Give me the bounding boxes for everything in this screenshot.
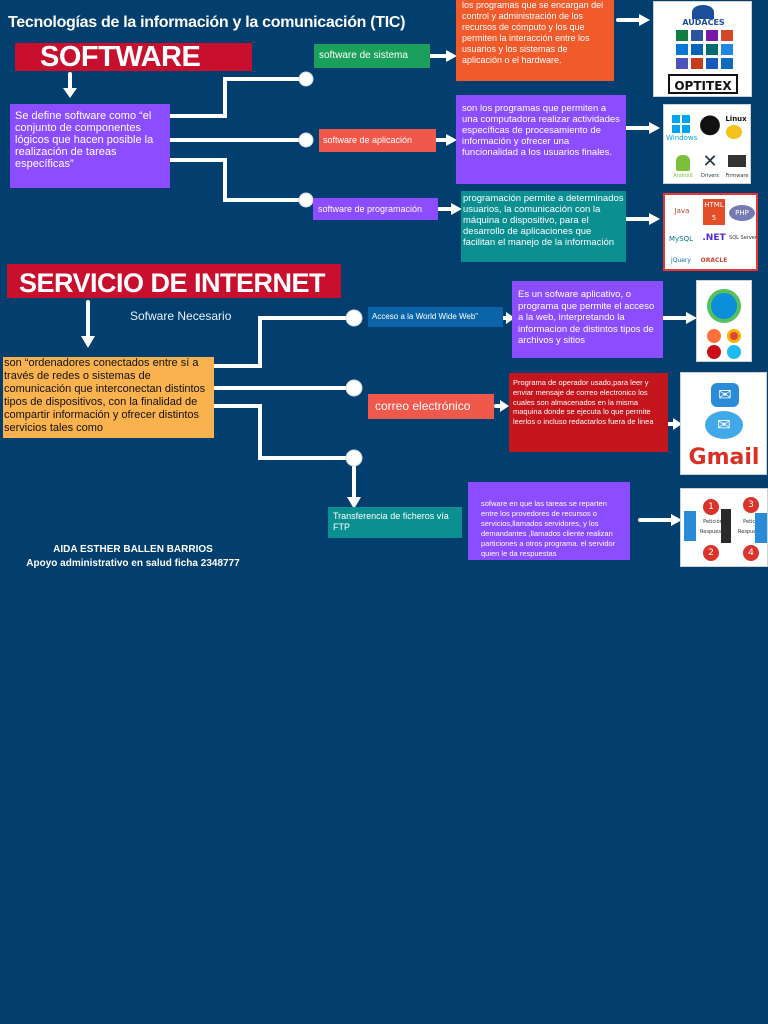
ftp-service-description: sofware en que las tareas se reparten en… xyxy=(468,482,630,560)
tux-icon xyxy=(726,125,742,139)
windows-label: Windows xyxy=(666,134,698,142)
audaces-logo-text: AUDACES xyxy=(682,18,725,27)
linux-label: Linux xyxy=(725,115,747,123)
software-sistema-description: los programas que se encargan del contro… xyxy=(456,0,614,81)
opera-icon xyxy=(707,345,721,359)
software-definition: Se define software como “el conjunto de … xyxy=(10,104,170,188)
sql-server-logo: SQL Server xyxy=(729,235,757,241)
email-icons-image: ✉ ✉ Gmail xyxy=(680,372,767,475)
operating-system-logos-image: Windows ● Linux Android ✕ Drivers Firmwa… xyxy=(663,104,751,184)
envelope-icon: ✉ xyxy=(705,411,743,439)
internet-definition: son “ordenadores conectados entre sí a t… xyxy=(3,357,214,438)
software-aplicacion-label: software de aplicación xyxy=(319,129,436,152)
optitex-logo: OPTITEX xyxy=(668,74,738,94)
audaces-icon xyxy=(692,5,714,19)
email-service-label: correo electrónico xyxy=(368,394,494,419)
firefox-icon xyxy=(707,329,721,343)
client-device-icon xyxy=(684,511,696,541)
author-name: AIDA ESTHER BALLEN BARRIOS xyxy=(53,544,213,555)
www-service-description: Es un sofware aplicativo, o programa que… xyxy=(512,281,663,358)
firmware-icon xyxy=(728,155,746,167)
firmware-label: Firmware xyxy=(725,173,749,179)
drivers-label: Drivers xyxy=(701,173,719,179)
oracle-logo: ORACLE xyxy=(700,257,728,264)
client-server-diagram-image: 1 3 Petición Petición Respuesta Respuest… xyxy=(680,488,768,567)
dotnet-logo: .NET xyxy=(702,233,726,243)
ftp-service-label: Transferencia de ficheros vía FTP xyxy=(328,507,462,538)
second-client-icon xyxy=(755,513,767,543)
www-service-label: Acceso a la World Wide Web” xyxy=(368,307,503,327)
drivers-icon: ✕ xyxy=(702,151,718,172)
author-credit: AIDA ESTHER BALLEN BARRIOS Apoyo adminis… xyxy=(5,543,261,571)
software-aplicacion-description: son los programas que permiten a una com… xyxy=(456,95,626,184)
software-necesario-label: Sofware Necesario xyxy=(130,309,232,323)
jquery-logo: jQuery xyxy=(671,257,691,264)
office-apps-grid xyxy=(676,30,734,69)
step-2-badge: 2 xyxy=(703,545,719,561)
mysql-logo: MySQL xyxy=(668,235,694,243)
office-suite-logos-image: AUDACES OPTITEX xyxy=(653,1,752,97)
respuesta-label-2: Respuesta xyxy=(738,529,764,535)
html5-logo: HTML 5 xyxy=(703,199,725,225)
web-browser-logos-image xyxy=(696,280,752,362)
android-label: Android xyxy=(673,173,693,179)
internet-heading: SERVICIO DE INTERNET xyxy=(7,264,341,298)
step-4-badge: 4 xyxy=(743,545,759,561)
software-programacion-description: programación permite a determinados usua… xyxy=(461,191,626,262)
software-sistema-label: software de sistema xyxy=(314,44,430,68)
author-program: Apoyo administrativo en salud ficha 2348… xyxy=(26,558,240,569)
edge-browser-icon xyxy=(707,289,741,323)
software-heading: SOFTWARE xyxy=(15,43,252,72)
mail-app-icon: ✉ xyxy=(711,383,739,407)
peticion-label-1: Petición xyxy=(703,519,723,525)
windows-icon xyxy=(672,115,690,133)
chrome-icon xyxy=(727,329,741,343)
php-logo: PHP xyxy=(729,205,755,221)
android-icon xyxy=(676,155,690,171)
software-programacion-label: software de programación xyxy=(313,198,438,220)
server-icon xyxy=(721,509,731,543)
page-title: Tecnologías de la información y la comun… xyxy=(8,14,406,31)
gmail-logo: Gmail xyxy=(688,445,760,470)
email-service-description: Programa de operador usado,para leer y e… xyxy=(509,373,668,452)
step-3-badge: 3 xyxy=(743,497,759,513)
apple-icon: ● xyxy=(698,109,722,139)
step-1-badge: 1 xyxy=(703,499,719,515)
respuesta-label-1: Respuesta xyxy=(700,529,726,535)
ie-icon xyxy=(727,345,741,359)
peticion-label-2: Petición xyxy=(743,519,763,525)
programming-language-logos-image: Java HTML 5 PHP MySQL .NET SQL Server jQ… xyxy=(663,193,758,271)
java-logo: Java xyxy=(674,207,690,215)
